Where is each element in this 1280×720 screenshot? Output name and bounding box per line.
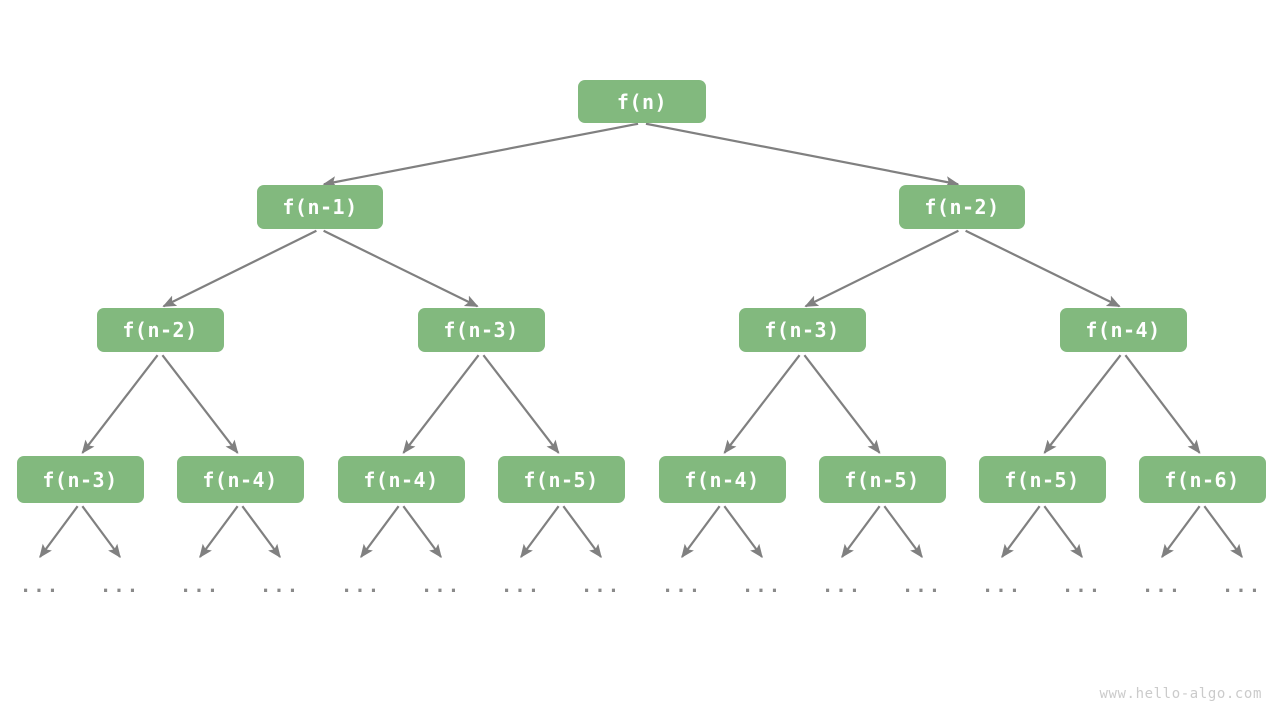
- ellipsis-marker: ...: [981, 575, 1023, 597]
- ellipsis-marker: ...: [179, 575, 221, 597]
- tree-node-n5[interactable]: f(n-3): [738, 308, 866, 352]
- edge-n2-to-n6: [965, 229, 1121, 308]
- edge-n5-to-n11: [723, 354, 801, 454]
- ellipsis-edge-1: [81, 505, 121, 559]
- ellipsis-edge-6: [520, 505, 560, 559]
- edge-n0-to-n1: [322, 122, 639, 188]
- edge-n4-to-n10: [482, 354, 560, 454]
- edge-n5-to-n12: [803, 354, 881, 454]
- ellipsis-marker: ...: [821, 575, 863, 597]
- tree-node-n2[interactable]: f(n-2): [899, 185, 1025, 229]
- ellipsis-edge-15: [1203, 505, 1243, 559]
- ellipsis-marker: ...: [420, 575, 462, 597]
- ellipsis-marker: ...: [340, 575, 382, 597]
- ellipsis-marker: ...: [1141, 575, 1183, 597]
- ellipsis-edge-4: [360, 505, 400, 559]
- ellipsis-marker: ...: [259, 575, 301, 597]
- watermark: www.hello-algo.com: [1099, 686, 1262, 702]
- tree-node-n7[interactable]: f(n-3): [16, 456, 144, 503]
- edge-n1-to-n4: [323, 229, 479, 308]
- edge-n6-to-n13: [1043, 354, 1122, 454]
- tree-node-n13[interactable]: f(n-5): [978, 456, 1106, 503]
- ellipsis-edge-5: [402, 505, 442, 559]
- edge-n3-to-n7: [81, 354, 159, 454]
- ellipsis-marker: ...: [99, 575, 141, 597]
- ellipsis-edge-0: [39, 505, 79, 559]
- tree-node-n1[interactable]: f(n-1): [257, 185, 383, 229]
- tree-node-n6[interactable]: f(n-4): [1059, 308, 1187, 352]
- ellipsis-edge-10: [841, 505, 881, 559]
- edge-n3-to-n8: [161, 354, 239, 454]
- ellipsis-edge-8: [681, 505, 721, 559]
- tree-node-n11[interactable]: f(n-4): [658, 456, 786, 503]
- edge-n0-to-n2: [645, 122, 960, 188]
- ellipsis-marker: ...: [580, 575, 622, 597]
- tree-node-n12[interactable]: f(n-5): [818, 456, 946, 503]
- ellipsis-edge-13: [1043, 505, 1083, 559]
- edge-group: [81, 122, 1201, 454]
- ellipsis-edge-7: [562, 505, 602, 559]
- ellipsis-marker: ...: [901, 575, 943, 597]
- edge-n6-to-n14: [1124, 354, 1201, 454]
- ellipsis-marker: ...: [1061, 575, 1103, 597]
- tree-node-n14[interactable]: f(n-6): [1138, 456, 1266, 503]
- tree-node-n9[interactable]: f(n-4): [337, 456, 465, 503]
- ellipsis-edge-group: [39, 505, 1243, 559]
- ellipsis-marker: ...: [500, 575, 542, 597]
- tree-node-n4[interactable]: f(n-3): [417, 308, 545, 352]
- tree-node-n0[interactable]: f(n): [578, 80, 706, 123]
- ellipsis-marker: ...: [19, 575, 61, 597]
- ellipsis-edge-11: [883, 505, 923, 559]
- ellipsis-edge-14: [1161, 505, 1201, 559]
- edge-n2-to-n5: [804, 229, 959, 308]
- edge-n4-to-n9: [402, 354, 480, 454]
- ellipsis-edge-2: [199, 505, 239, 559]
- ellipsis-marker: ...: [741, 575, 783, 597]
- tree-node-n8[interactable]: f(n-4): [176, 456, 304, 503]
- tree-node-n3[interactable]: f(n-2): [96, 308, 224, 352]
- ellipsis-edge-9: [723, 505, 763, 559]
- edge-n1-to-n3: [162, 229, 317, 308]
- ellipsis-marker: ...: [1221, 575, 1263, 597]
- ellipsis-marker: ...: [661, 575, 703, 597]
- tree-node-n10[interactable]: f(n-5): [497, 456, 625, 503]
- ellipsis-edge-12: [1001, 505, 1041, 559]
- ellipsis-edge-3: [241, 505, 281, 559]
